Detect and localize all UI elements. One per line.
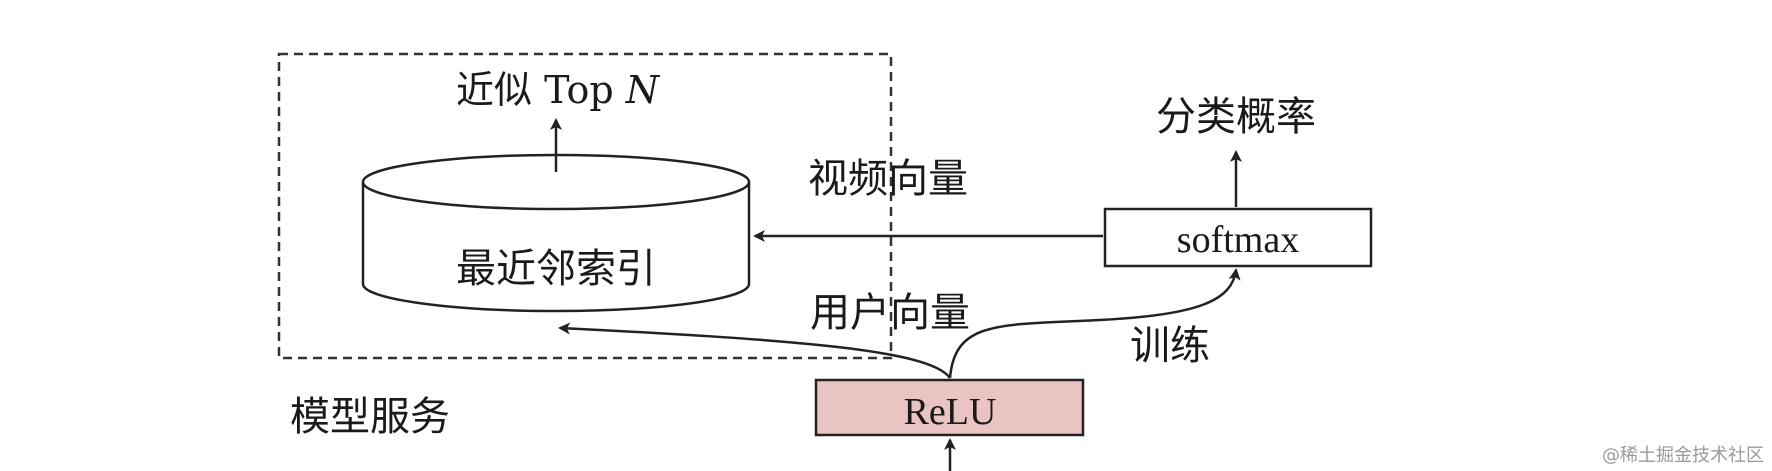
relu-box <box>814 378 1085 437</box>
nn-index-cylinder <box>361 153 751 313</box>
softmax-label: softmax <box>1177 219 1299 261</box>
watermark: @稀土掘金技术社区 <box>1602 445 1764 466</box>
user-vector-label: 用户向量 <box>810 290 970 336</box>
user-vector-arrow <box>558 322 952 379</box>
model-serving-region <box>277 52 893 360</box>
class-prob-label: 分类概率 <box>1156 94 1316 140</box>
nn-index-label: 最近邻索引 <box>456 246 656 292</box>
train-label: 训练 <box>1130 323 1210 369</box>
video-vector-label: 视频向量 <box>808 156 968 202</box>
approx-top-n-label: 近似 Top N <box>456 68 661 112</box>
softmax-box <box>1103 207 1373 268</box>
train-arrow <box>948 268 1241 379</box>
model-serving-label: 模型服务 <box>290 394 450 440</box>
relu-label: ReLU <box>904 391 997 433</box>
